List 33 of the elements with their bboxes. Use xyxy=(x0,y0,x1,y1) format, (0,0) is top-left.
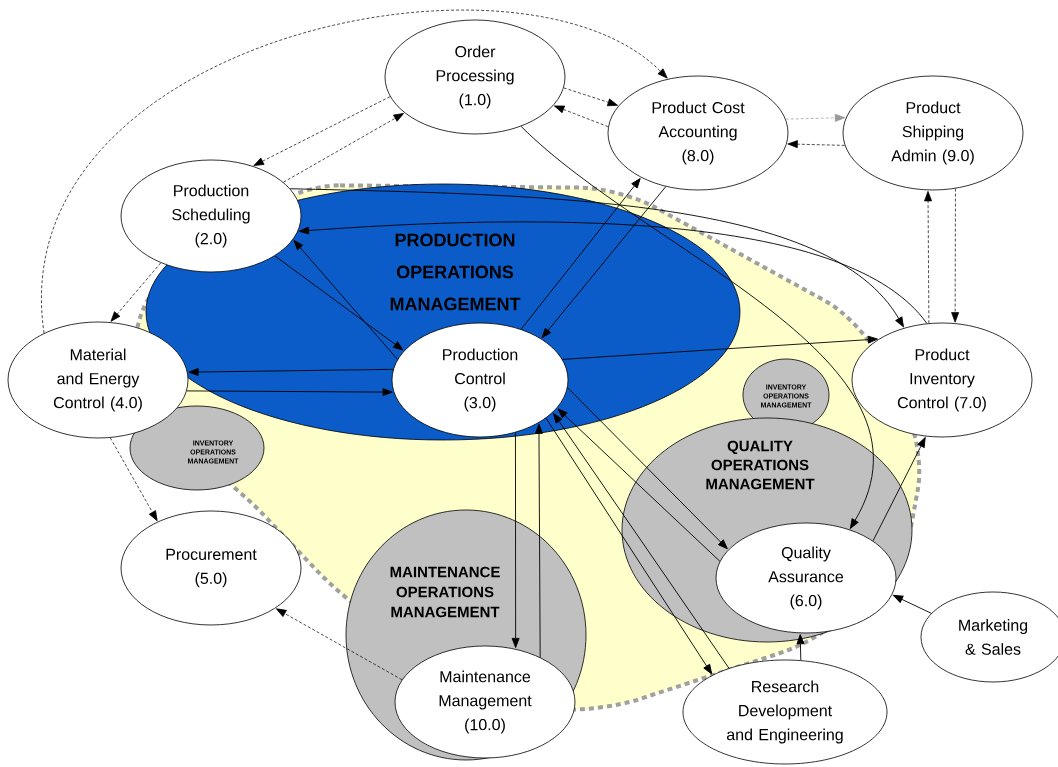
arrow xyxy=(554,105,609,128)
arrow xyxy=(186,388,393,396)
arrow xyxy=(274,255,404,351)
arrow xyxy=(275,608,403,681)
arrow xyxy=(557,408,721,562)
arrow xyxy=(892,594,932,614)
node-label: Research Development and Engineering xyxy=(726,680,843,744)
arrow xyxy=(562,335,878,360)
arrow xyxy=(535,423,543,658)
arrow xyxy=(872,437,926,542)
arrow xyxy=(545,417,713,675)
arrow xyxy=(563,87,618,107)
arrow xyxy=(253,96,391,166)
arrow xyxy=(796,634,805,661)
arrow xyxy=(283,113,404,183)
arrow xyxy=(785,113,846,122)
arrow xyxy=(110,262,162,322)
arrow xyxy=(298,221,928,324)
arrow xyxy=(109,437,158,522)
arrow xyxy=(293,240,398,360)
arrow xyxy=(567,387,728,550)
arrow xyxy=(520,178,641,330)
arrow xyxy=(520,125,873,529)
arrow xyxy=(289,188,904,328)
arrow xyxy=(553,413,730,669)
arrow xyxy=(787,140,846,149)
arrow xyxy=(511,432,520,649)
arrow xyxy=(951,188,960,323)
node-label: Maintenance Management (10.0) xyxy=(439,670,532,734)
arrow xyxy=(541,186,667,339)
arrow xyxy=(924,191,932,324)
arrow xyxy=(188,368,394,376)
arrow xyxy=(43,10,668,334)
